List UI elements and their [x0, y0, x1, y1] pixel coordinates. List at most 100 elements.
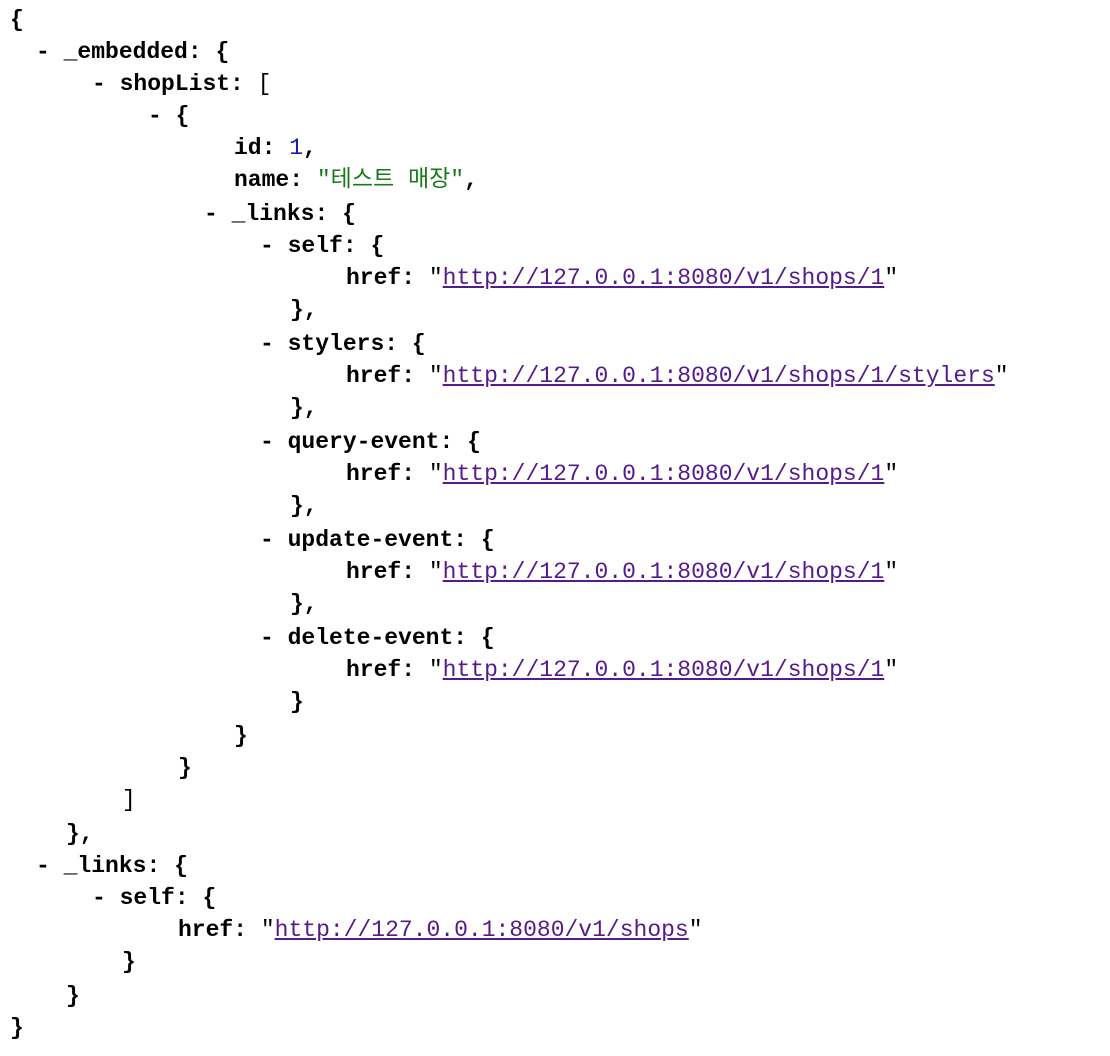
- colon: :: [439, 429, 454, 455]
- link-stylers-href-row: href: "http://127.0.0.1:8080/v1/shops/1/…: [346, 360, 1009, 392]
- brace: },: [290, 395, 318, 421]
- link-update-event-close: },: [290, 588, 318, 620]
- root-links-key: _links: [63, 853, 147, 879]
- link-delete-event-close: }: [290, 686, 304, 718]
- bracket: ]: [122, 787, 136, 813]
- href-key: href: [346, 265, 402, 291]
- quote: ": [428, 265, 443, 291]
- colon: :: [401, 461, 416, 487]
- shoplist-key: shopList: [119, 71, 231, 97]
- colon: :: [187, 39, 202, 65]
- item-links-close: }: [234, 720, 248, 752]
- root-links-self-href-row: href: "http://127.0.0.1:8080/v1/shops": [178, 914, 703, 946]
- quote: ": [884, 657, 899, 683]
- item-links-key: _links: [231, 201, 315, 227]
- collapse-toggle-root-links-self[interactable]: -: [92, 885, 106, 911]
- shop-item-row: - {: [148, 100, 189, 132]
- link-self-href[interactable]: http://127.0.0.1:8080/v1/shops/1: [442, 265, 885, 291]
- comma: ,: [303, 135, 317, 161]
- name-value: 테스트 매장: [330, 167, 451, 193]
- link-delete-event-href[interactable]: http://127.0.0.1:8080/v1/shops/1: [442, 657, 885, 683]
- brace: }: [10, 1015, 24, 1041]
- root-links-self-href[interactable]: http://127.0.0.1:8080/v1/shops: [274, 917, 689, 943]
- colon: :: [233, 917, 248, 943]
- brace: },: [290, 493, 318, 519]
- quote: ": [884, 461, 899, 487]
- colon: :: [146, 853, 161, 879]
- colon: :: [401, 559, 416, 585]
- link-update-event-href[interactable]: http://127.0.0.1:8080/v1/shops/1: [442, 559, 885, 585]
- root-links-self-row: - self: {: [92, 882, 216, 914]
- brace: }: [290, 689, 304, 715]
- name-key: name: [234, 167, 290, 193]
- link-stylers-row: - stylers: {: [260, 328, 426, 360]
- embedded-row: - _embedded: {: [36, 36, 229, 68]
- colon: :: [453, 527, 468, 553]
- brace: {: [342, 201, 356, 227]
- shoplist-row: - shopList: [: [92, 68, 271, 100]
- brace: {: [370, 233, 385, 259]
- colon: :: [401, 657, 416, 683]
- quote: ": [428, 559, 443, 585]
- collapse-toggle-link-stylers[interactable]: -: [260, 331, 274, 357]
- link-self-close: },: [290, 294, 318, 326]
- collapse-toggle-shoplist[interactable]: -: [92, 71, 106, 97]
- name-row: name: "테스트 매장",: [234, 164, 478, 196]
- collapse-toggle-link-query-event[interactable]: -: [260, 429, 274, 455]
- colon: :: [174, 885, 189, 911]
- root-links-self-key: self: [119, 885, 175, 911]
- root-links-close: }: [66, 980, 80, 1012]
- colon: :: [289, 167, 304, 193]
- brace: }: [178, 755, 192, 781]
- colon: :: [401, 265, 416, 291]
- brace: {: [202, 885, 217, 911]
- link-stylers-href[interactable]: http://127.0.0.1:8080/v1/shops/1/stylers: [442, 363, 995, 389]
- link-query-event-close: },: [290, 490, 318, 522]
- brace: {: [480, 625, 495, 651]
- link-delete-event-href-row: href: "http://127.0.0.1:8080/v1/shops/1": [346, 654, 898, 686]
- colon: :: [230, 71, 244, 97]
- brace: {: [10, 7, 24, 33]
- root-close-brace: }: [10, 1012, 24, 1044]
- collapse-toggle-embedded[interactable]: -: [36, 39, 50, 65]
- bracket: [: [257, 71, 272, 97]
- id-value: 1: [289, 135, 304, 161]
- collapse-toggle-link-delete-event[interactable]: -: [260, 625, 274, 651]
- link-query-event-href[interactable]: http://127.0.0.1:8080/v1/shops/1: [442, 461, 885, 487]
- shoplist-close: ]: [122, 784, 136, 816]
- brace: {: [480, 527, 495, 553]
- href-key: href: [346, 461, 402, 487]
- href-key: href: [346, 657, 402, 683]
- collapse-toggle-root-links[interactable]: -: [36, 853, 50, 879]
- link-update-event-href-row: href: "http://127.0.0.1:8080/v1/shops/1": [346, 556, 898, 588]
- quote: ": [884, 265, 899, 291]
- link-self-key: self: [287, 233, 343, 259]
- root-links-row: - _links: {: [36, 850, 188, 882]
- collapse-toggle-item-links[interactable]: -: [204, 201, 218, 227]
- brace: },: [66, 821, 94, 847]
- link-query-event-row: - query-event: {: [260, 426, 481, 458]
- brace: {: [215, 39, 230, 65]
- link-delete-event-key: delete-event: [287, 625, 454, 651]
- id-key: id: [234, 135, 262, 161]
- link-delete-event-row: - delete-event: {: [260, 622, 495, 654]
- name-value-open-quote: ": [316, 167, 331, 193]
- brace: }: [234, 723, 248, 749]
- collapse-toggle-link-self[interactable]: -: [260, 233, 274, 259]
- brace: {: [174, 853, 188, 879]
- link-update-event-key: update-event: [287, 527, 454, 553]
- embedded-key: _embedded: [63, 39, 188, 65]
- brace: {: [467, 429, 481, 455]
- brace: }: [66, 983, 80, 1009]
- collapse-toggle-shop-item[interactable]: -: [148, 103, 162, 129]
- quote: ": [260, 917, 275, 943]
- colon: :: [453, 625, 468, 651]
- quote: ": [688, 917, 703, 943]
- colon: :: [384, 331, 399, 357]
- root-links-self-close: }: [122, 946, 136, 978]
- quote: ": [428, 461, 443, 487]
- collapse-toggle-link-update-event[interactable]: -: [260, 527, 274, 553]
- colon: :: [342, 233, 357, 259]
- link-self-row: - self: {: [260, 230, 384, 262]
